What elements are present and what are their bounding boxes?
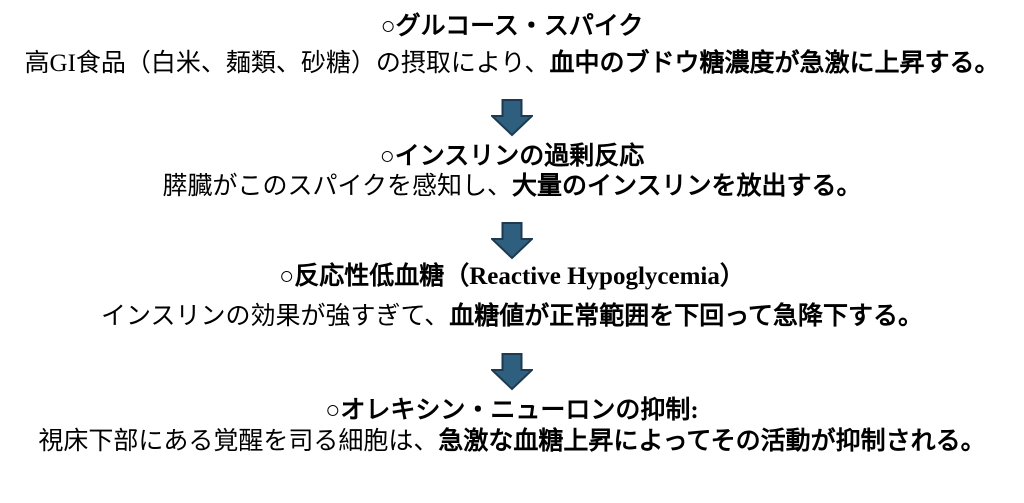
step-2-description: 膵臓がこのスパイクを感知し、大量のインスリンを放出する。 bbox=[0, 173, 1024, 202]
step-3-title: ○反応性低血糖（Reactive Hypoglycemia） bbox=[279, 263, 745, 290]
step-1-description: 高GI食品（白米、麺類、砂糖）の摂取により、血中のブドウ糖濃度が急激に上昇する。 bbox=[0, 50, 1024, 79]
step-2-title: ○インスリンの過剰反応 bbox=[379, 143, 645, 170]
step-2-description-bold: 大量のインスリンを放出する。 bbox=[512, 173, 862, 200]
flow-arrow-3 bbox=[0, 353, 1024, 391]
flow-arrow-1 bbox=[0, 99, 1024, 137]
step-1-description-regular: 高GI食品（白米、麺類、砂糖）の摂取により、 bbox=[24, 50, 550, 77]
step-4-description-regular: 視床下部にある覚醒を司る細胞は、 bbox=[38, 428, 439, 455]
down-arrow-icon bbox=[491, 99, 533, 137]
step-4-description-bold: 急激な血糖上昇によってその活動が抑制される。 bbox=[438, 428, 986, 455]
down-arrow-icon bbox=[491, 353, 533, 391]
step-4-description: 視床下部にある覚醒を司る細胞は、急激な血糖上昇によってその活動が抑制される。 bbox=[0, 428, 1024, 457]
step-3-description-bold: 血糖値が正常範囲を下回って急降下する。 bbox=[449, 303, 924, 330]
step-1-title: ○グルコース・スパイク bbox=[380, 13, 644, 40]
step-3-description-regular: インスリンの効果が強すぎて、 bbox=[100, 303, 450, 330]
step-3-description: インスリンの効果が強すぎて、血糖値が正常範囲を下回って急降下する。 bbox=[0, 303, 1024, 332]
down-arrow-icon bbox=[491, 222, 533, 260]
step-4-title: ○オレキシン・ニューロンの抑制: bbox=[325, 397, 699, 424]
step-2-description-regular: 膵臓がこのスパイクを感知し、 bbox=[162, 173, 512, 200]
flow-arrow-2 bbox=[0, 222, 1024, 260]
step-1-description-bold: 血中のブドウ糖濃度が急激に上昇する。 bbox=[549, 50, 1000, 77]
